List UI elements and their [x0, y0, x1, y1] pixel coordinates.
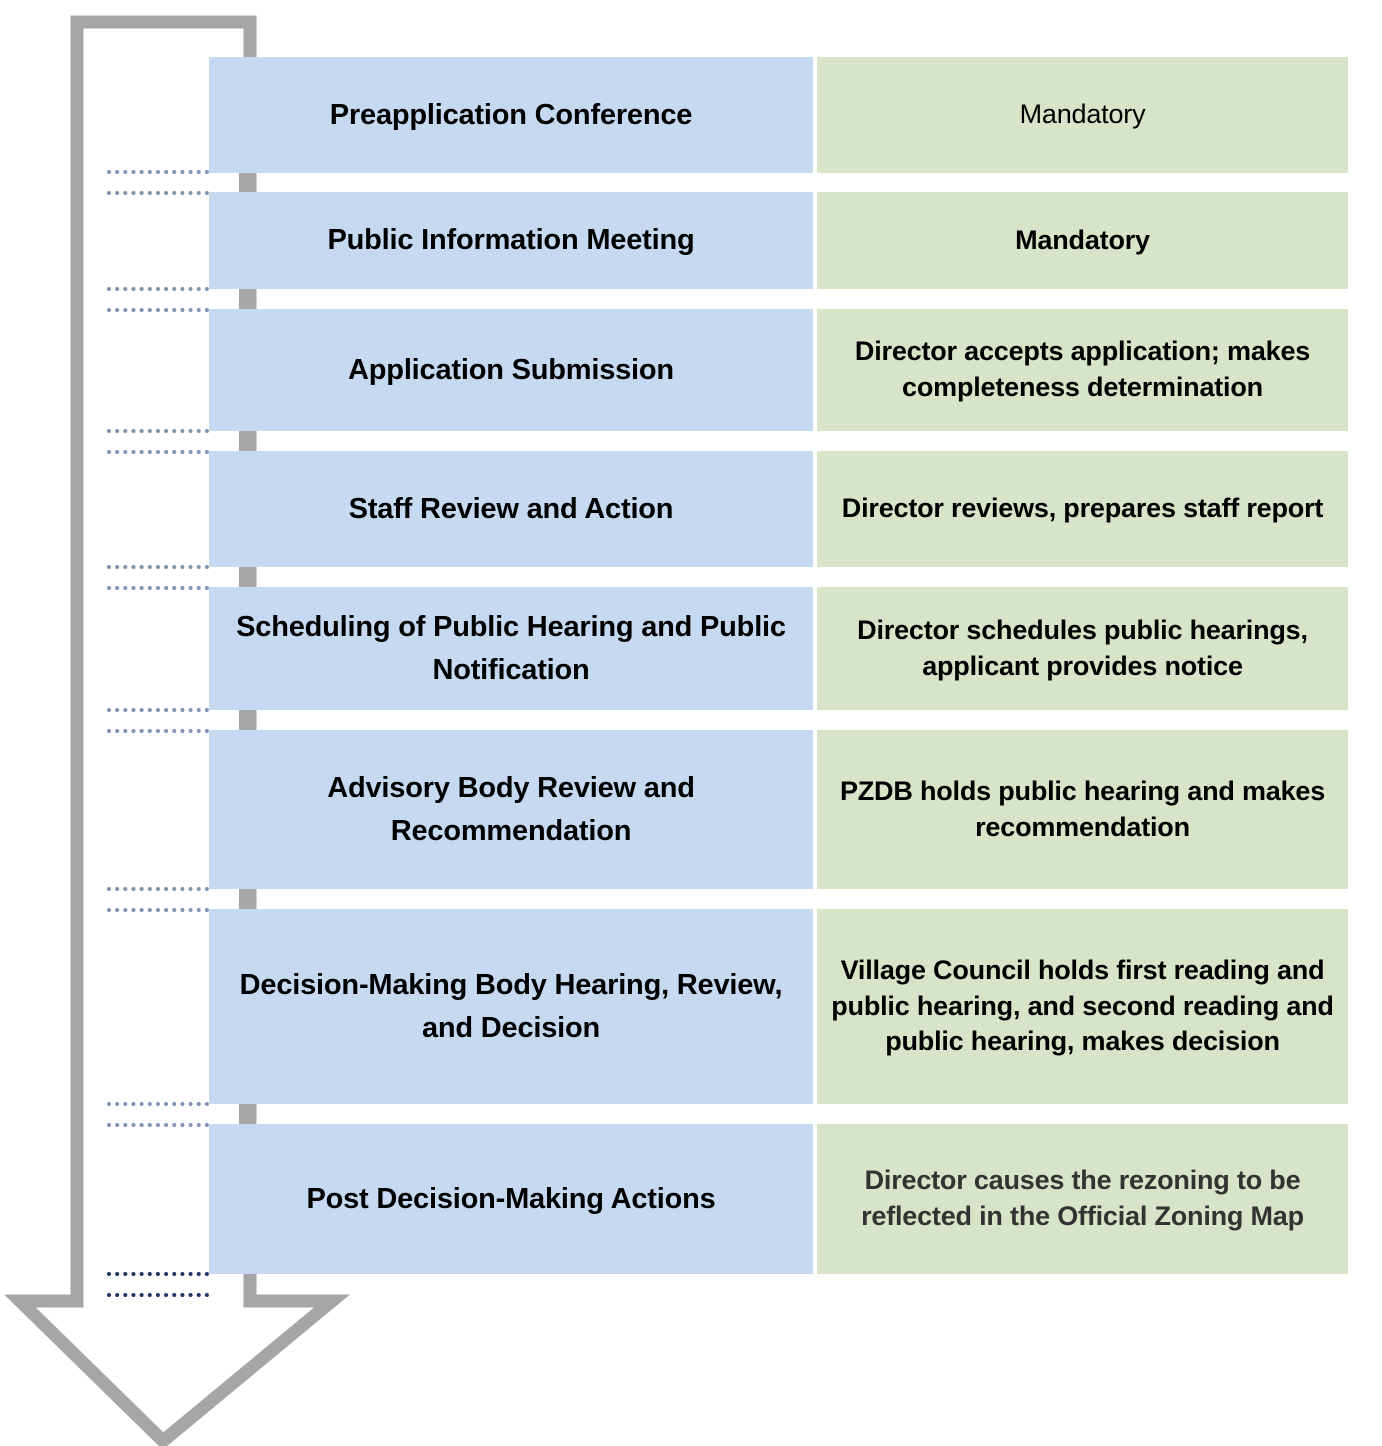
description-box-5[interactable]: Director schedules public hearings, appl… [817, 587, 1348, 710]
step-label-5: Scheduling of Public Hearing and Public … [236, 611, 786, 686]
leader-line [107, 429, 209, 433]
description-label-5: Director schedules public hearings, appl… [857, 614, 1308, 681]
leader-line [107, 887, 209, 891]
step-box-3[interactable]: Application Submission [209, 309, 813, 431]
description-label-2: Mandatory [1015, 224, 1150, 255]
description-label-1: Mandatory [1019, 99, 1146, 130]
leader-line [107, 308, 209, 312]
step-connector-tab [239, 567, 249, 587]
leader-line [107, 565, 209, 569]
step-box-1[interactable]: Preapplication Conference [209, 57, 813, 173]
leader-line [107, 1102, 209, 1106]
step-label-2: Public Information Meeting [327, 224, 695, 257]
step-box-6[interactable]: Advisory Body Review and Recommendation [209, 730, 813, 889]
step-box-2[interactable]: Public Information Meeting [209, 192, 813, 289]
step-connector-tab [239, 710, 249, 730]
leader-line [107, 586, 209, 590]
leader-line [107, 287, 209, 291]
step-box-5[interactable]: Scheduling of Public Hearing and Public … [209, 587, 813, 710]
step-connector-tab [239, 289, 249, 309]
step-label-8: Post Decision-Making Actions [306, 1182, 716, 1215]
step-connector-tab [239, 173, 249, 193]
description-box-1[interactable]: Mandatory [817, 57, 1348, 173]
step-connector-tab [239, 1104, 249, 1124]
leader-line [107, 1123, 209, 1127]
step-box-8[interactable]: Post Decision-Making Actions [209, 1124, 813, 1274]
leader-line [107, 450, 209, 454]
step-label-3: Application Submission [348, 353, 674, 386]
step-label-7: Decision-Making Body Hearing, Review, an… [239, 969, 783, 1044]
leader-line [107, 1272, 209, 1276]
description-box-6[interactable]: PZDB holds public hearing and makes reco… [817, 730, 1348, 889]
step-label-4: Staff Review and Action [348, 492, 674, 525]
step-label-1: Preapplication Conference [329, 98, 693, 131]
description-label-7: Village Council holds first reading and … [831, 954, 1334, 1057]
leader-line [107, 708, 209, 712]
description-box-7[interactable]: Village Council holds first reading and … [817, 909, 1348, 1104]
description-box-2[interactable]: Mandatory [817, 192, 1348, 289]
description-box-3[interactable]: Director accepts application; makes comp… [817, 309, 1348, 431]
step-label-6: Advisory Body Review and Recommendation [327, 772, 695, 847]
leader-line [107, 1293, 209, 1297]
description-label-6: PZDB holds public hearing and makes reco… [839, 775, 1326, 842]
description-label-3: Director accepts application; makes comp… [854, 336, 1311, 402]
leader-line [107, 191, 209, 195]
leader-line [107, 908, 209, 912]
step-box-7[interactable]: Decision-Making Body Hearing, Review, an… [209, 909, 813, 1104]
description-label-8: Director causes the rezoning to be refle… [861, 1165, 1304, 1231]
leader-line [107, 170, 209, 174]
leader-line [107, 729, 209, 733]
description-box-4[interactable]: Director reviews, prepares staff report [817, 451, 1348, 567]
step-connector-tab [239, 431, 249, 451]
description-label-4: Director reviews, prepares staff report [841, 493, 1324, 524]
step-box-4[interactable]: Staff Review and Action [209, 451, 813, 567]
step-connector-tab [239, 889, 249, 909]
description-box-8[interactable]: Director causes the rezoning to be refle… [817, 1124, 1348, 1274]
